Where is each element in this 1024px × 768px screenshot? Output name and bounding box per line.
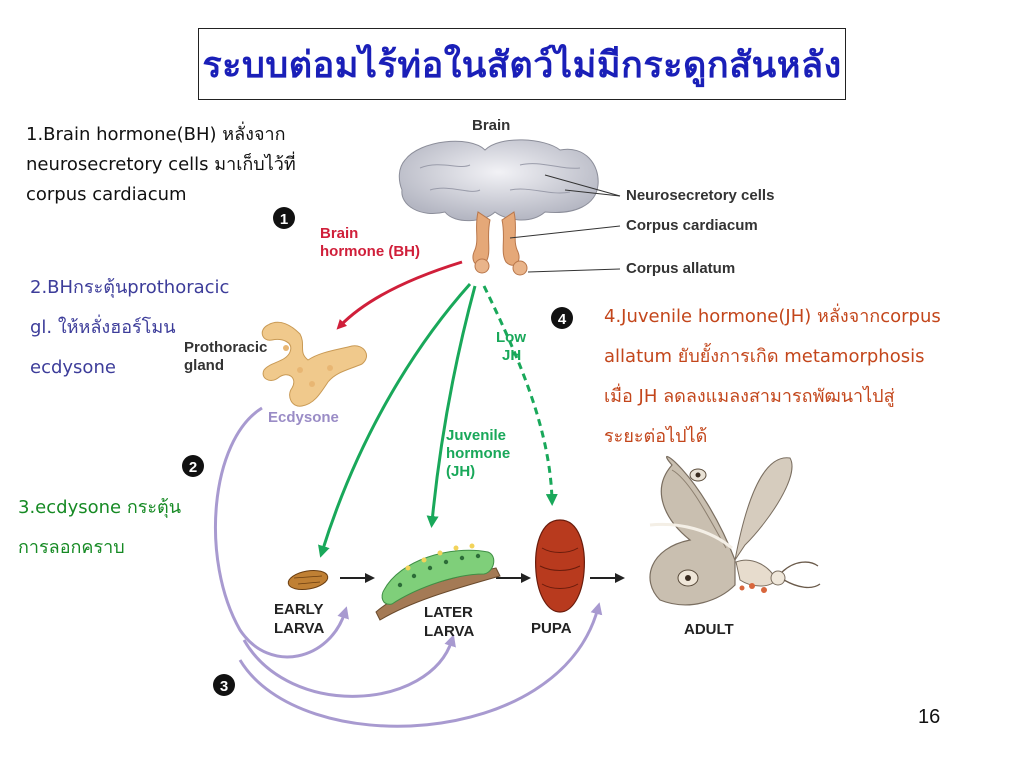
title-box: ระบบต่อมไร้ท่อในสัตว์ไม่มีกระดูกสันหลัง xyxy=(198,28,846,100)
corpus-allatum-label: Corpus allatum xyxy=(626,260,735,277)
note-4-line: ระยะต่อไปได้ xyxy=(604,426,708,447)
bh-label-line: hormone (BH) xyxy=(320,243,420,260)
svg-text:3: 3 xyxy=(220,678,228,695)
jh-label-line: Juvenile xyxy=(446,427,506,444)
svg-text:1: 1 xyxy=(280,211,288,228)
jh-label-line: hormone xyxy=(446,445,510,462)
note-3-line: การลอกคราบ xyxy=(18,537,125,558)
early-larva-label-line: LARVA xyxy=(274,620,324,637)
note-4: 4.Juvenile hormone(JH) หลั่งจากcorpus al… xyxy=(604,297,941,457)
step-1-badge: 1 xyxy=(273,207,295,229)
brain-label: Brain xyxy=(472,117,510,134)
later-larva-label-line: LARVA xyxy=(424,623,474,640)
pupa-label: PUPA xyxy=(531,620,572,637)
prothoracic-gland-illustration xyxy=(261,321,367,407)
low-jh-arrow xyxy=(482,285,558,506)
prothoracic-gland-label-line: Prothoracic xyxy=(184,339,267,356)
jh-label-line: (JH) xyxy=(446,463,475,480)
note-4-line: allatum ยับยั้งการเกิด metamorphosis xyxy=(604,346,925,367)
step-2-badge: 2 xyxy=(182,455,204,477)
step-3-badge: 3 xyxy=(213,674,235,696)
note-1-line: neurosecretory cells มาเก็บไว้ที่ xyxy=(26,154,296,175)
bh-arrow xyxy=(336,260,463,330)
later-larva-label-line: LATER xyxy=(424,604,473,621)
brain-illustration xyxy=(398,139,599,276)
prothoracic-gland-label-line: gland xyxy=(184,357,224,374)
adult-label: ADULT xyxy=(684,621,734,638)
note-4-line: 4.Juvenile hormone(JH) หลั่งจากcorpus xyxy=(604,306,941,327)
note-3: 3.ecdysone กระตุ้น การลอกคราบ xyxy=(18,488,181,568)
note-3-line: 3.ecdysone กระตุ้น xyxy=(18,497,182,518)
corpus-cardiacum-label: Corpus cardiacum xyxy=(626,217,758,234)
slide-title: ระบบต่อมไร้ท่อในสัตว์ไม่มีกระดูกสันหลัง xyxy=(202,44,842,86)
step-4-badge: 4 xyxy=(551,307,573,329)
note-1: 1.Brain hormone(BH) หลั่งจาก neurosecret… xyxy=(26,120,296,210)
page-number: 16 xyxy=(918,706,941,728)
ecdysone-arrow-pupa xyxy=(238,602,603,728)
note-2-line: ecdysone xyxy=(30,357,116,378)
ecdysone-arrow-early xyxy=(213,406,349,659)
early-larva-illustration xyxy=(287,569,329,591)
low-jh-label-line: Low xyxy=(496,329,526,346)
note-4-line: เมื่อ JH ลดลงแมลงสามารถพัฒนาไปสู่ xyxy=(604,386,895,407)
note-1-line: corpus cardiacum xyxy=(26,184,187,205)
note-2: 2.BHกระตุ้นprothoracic gl. ให้หลั่งฮอร์โ… xyxy=(30,268,229,388)
low-jh-label-line: JH xyxy=(502,347,521,364)
later-larva-illustration xyxy=(375,543,501,621)
jh-arrow-later-larva xyxy=(426,285,477,528)
pupa-illustration xyxy=(535,519,585,613)
svg-text:2: 2 xyxy=(189,459,197,476)
leader-lines xyxy=(509,174,621,273)
note-2-line: 2.BHกระตุ้นprothoracic xyxy=(30,277,230,298)
note-2-line: gl. ให้หลั่งฮอร์โมน xyxy=(30,317,176,338)
ecdysone-arrow-later xyxy=(242,634,456,698)
jh-arrow-early-larva xyxy=(318,283,472,558)
note-1-line: 1.Brain hormone(BH) หลั่งจาก xyxy=(26,124,286,145)
ecdysone-label: Ecdysone xyxy=(268,409,339,426)
early-larva-label-line: EARLY xyxy=(274,601,323,618)
svg-text:4: 4 xyxy=(558,311,567,328)
adult-moth-illustration xyxy=(649,455,821,606)
neurosecretory-cells-label: Neurosecretory cells xyxy=(626,187,774,204)
bh-label-line: Brain xyxy=(320,225,358,242)
